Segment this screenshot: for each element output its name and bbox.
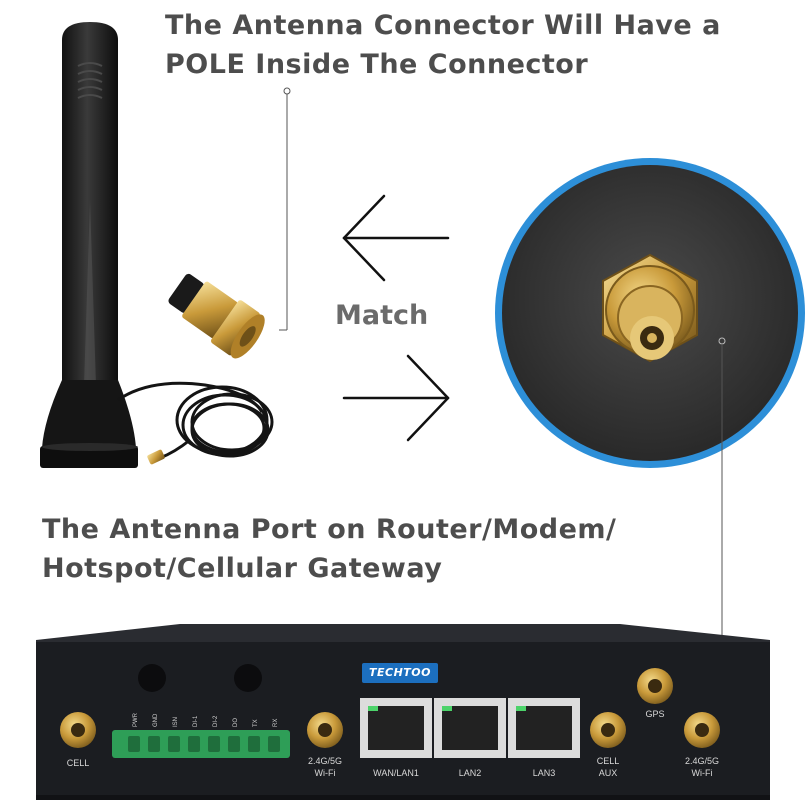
pin-label-rx: RX: [273, 719, 279, 727]
ethernet-port-wan-lan1: [360, 698, 432, 758]
match-label: Match: [335, 300, 429, 331]
pin-label-tx: TX: [253, 719, 259, 727]
router: PWR GND ISN DI-1 DI-2 DO TX RX CELL 2.4G…: [36, 624, 770, 800]
pin-label-di2: DI-2: [213, 715, 219, 727]
connector-heading-line2: POLE Inside The Connector: [165, 49, 589, 81]
connector-heading-line1: The Antenna Connector Will Have a: [165, 10, 721, 41]
terminal-pin-labels: PWR GND ISN DI-1 DI-2 DO TX RX: [133, 712, 279, 727]
port-label-wifi-right-2: Wi-Fi: [692, 768, 713, 778]
brand-logo: TECHTOO: [362, 663, 438, 683]
port-label-wan-lan1: WAN/LAN1: [373, 768, 419, 778]
sma-port-gps: [637, 668, 673, 704]
pin-label-pwr: PWR: [133, 712, 139, 727]
port-closeup: [495, 158, 805, 468]
pin-label-do: DO: [233, 718, 239, 727]
port-label-lan2: LAN2: [459, 768, 482, 778]
connector-heading: The Antenna Connector Will Have a POLE I…: [165, 6, 805, 84]
port-heading-line2: Hotspot/Cellular Gateway: [42, 553, 443, 585]
sma-male-connector: [168, 273, 265, 359]
sma-port-cell-aux: [590, 712, 626, 748]
arrow-left-icon: [342, 194, 450, 282]
pin-label-gnd: GND: [153, 713, 159, 727]
ethernet-port-lan3: [508, 698, 580, 758]
port-heading-line1: The Antenna Port on Router/Modem/: [42, 514, 617, 545]
port-label-cell-aux-1: CELL: [597, 756, 620, 766]
port-label-cell-aux-2: AUX: [599, 768, 618, 778]
port-label-wifi-left-2: Wi-Fi: [315, 768, 336, 778]
port-label-wifi-left-1: 2.4G/5G: [308, 756, 342, 766]
pin-label-di1: DI-1: [193, 715, 199, 727]
port-label-wifi-right-1: 2.4G/5G: [685, 756, 719, 766]
port-label-lan3: LAN3: [533, 768, 556, 778]
small-sma-plug: [147, 449, 165, 465]
ethernet-port-lan2: [434, 698, 506, 758]
port-heading: The Antenna Port on Router/Modem/ Hotspo…: [42, 510, 742, 588]
sma-port-wifi-left: [307, 712, 343, 748]
pin-label-isn: ISN: [173, 717, 179, 727]
port-label-gps: GPS: [645, 709, 664, 719]
sma-port-wifi-right: [684, 712, 720, 748]
antenna: [40, 22, 138, 468]
sma-port-cell: [60, 712, 96, 748]
top-leader-line: [279, 87, 291, 331]
antenna-cable: [117, 381, 274, 460]
port-label-cell: CELL: [67, 758, 90, 768]
arrow-right-icon: [342, 354, 450, 442]
